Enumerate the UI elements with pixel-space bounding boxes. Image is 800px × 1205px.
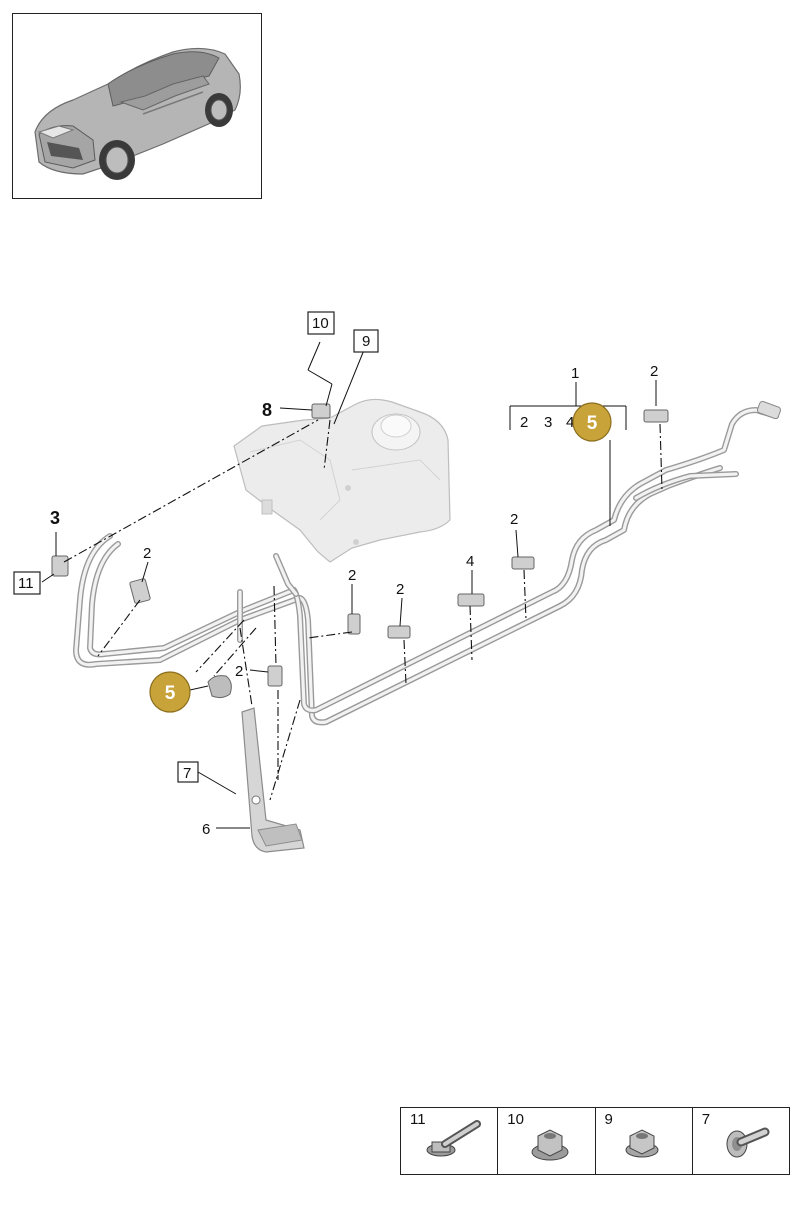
- badge-5-bottom: 5: [165, 683, 176, 704]
- legend-cell-11: 11: [401, 1108, 499, 1174]
- label-4: 4: [466, 553, 474, 570]
- label-2-e: 2: [143, 545, 151, 562]
- boxed-labels: [13, 311, 379, 783]
- label-2-f: 2: [235, 663, 243, 680]
- legend-number: 11: [410, 1111, 426, 1128]
- reservoir-tank: [233, 398, 451, 563]
- label-8: 8: [262, 400, 272, 420]
- label-7: 7: [183, 765, 191, 782]
- label-2-b: 2: [510, 511, 518, 528]
- part-labels: 1 2 3 4 2 2 4 2 2 2 2 3 8 10 9 11 7 6: [18, 315, 658, 838]
- assembly-lines: [63, 419, 663, 801]
- car-image: [34, 47, 241, 180]
- badge-5-top: 5: [587, 413, 598, 434]
- label-6: 6: [202, 821, 210, 838]
- legend-cell-10: 10: [498, 1108, 596, 1174]
- label-9: 9: [362, 333, 370, 350]
- label-2-c: 2: [348, 567, 356, 584]
- legend-number: 7: [701, 1111, 711, 1128]
- legend-number: 9: [604, 1111, 613, 1128]
- legend-number: 10: [507, 1111, 524, 1128]
- label-1: 1: [571, 365, 579, 382]
- label-2-group: 2: [520, 414, 528, 431]
- legend-cell-9: 9: [596, 1108, 693, 1174]
- label-2-a: 2: [650, 363, 658, 380]
- bolt-icon: [426, 1120, 481, 1157]
- nut-icon: [625, 1129, 658, 1158]
- line-clips: [51, 403, 669, 699]
- vehicle-thumbnail: [12, 13, 262, 199]
- fastener-legend: 11 10 9 7: [400, 1107, 790, 1175]
- flange-nut-icon: [531, 1129, 569, 1161]
- label-11: 11: [18, 575, 34, 592]
- leader-lines: [41, 341, 657, 829]
- legend-cell-7: 7: [693, 1108, 789, 1174]
- label-3: 3: [50, 508, 60, 528]
- label-3-group: 3: [544, 414, 552, 431]
- label-2-d: 2: [396, 581, 404, 598]
- bracket-part: [241, 707, 305, 853]
- screw-icon: [726, 1127, 770, 1158]
- label-10: 10: [312, 315, 329, 332]
- label-4-group: 4: [566, 414, 574, 431]
- fluid-lines: [73, 400, 782, 726]
- callout-badges: 5 5: [149, 402, 612, 713]
